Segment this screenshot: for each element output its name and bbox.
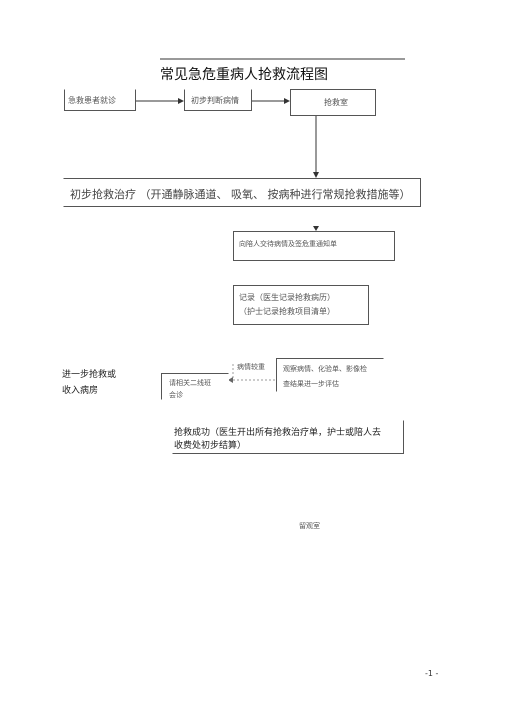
node-patient: 急救患者就诊: [64, 89, 136, 111]
page-number: -1 -: [425, 669, 439, 678]
arrowhead: [228, 377, 233, 383]
arrowhead: [313, 172, 319, 178]
arrowhead: [313, 226, 319, 231]
label-further-line2: 收入病房: [62, 386, 99, 396]
label-observation-room: 留观室: [299, 522, 320, 530]
node-consult-line1: 请相关二线班: [169, 379, 211, 387]
node-record: 记录（医生记录抢救病历） （护士记录抢救项目清单）: [233, 285, 369, 325]
node-notify-family-label: 向陪人交待病情及签危重通知单: [239, 240, 337, 248]
label-condition: 病情较重: [237, 363, 265, 371]
node-patient-label: 急救患者就诊: [68, 96, 116, 105]
node-initial-treatment: 初步抢救治疗 （开通静脉通道、 吸氧、 按病种进行常规抢救措施等）: [63, 178, 421, 207]
node-triage-label: 初步判断病情: [191, 96, 239, 105]
node-success-line1: 抢救成功（医生开出所有抢救治疗单，护士或陪人去: [174, 428, 382, 438]
node-rescue-success: 抢救成功（医生开出所有抢救治疗单，护士或陪人去 收费处初步结算）: [172, 420, 404, 454]
node-observe: 观察病情、化验单、影像检 查结果进一步评估: [276, 358, 384, 392]
node-rescue-room: 抢救室: [290, 89, 376, 116]
node-success-line2: 收费处初步结算）: [174, 441, 247, 451]
node-triage: 初步判断病情: [184, 89, 252, 111]
node-rescue-room-label: 抢救室: [324, 98, 348, 107]
node-record-line2: （护士记录抢救项目清单）: [239, 307, 335, 316]
node-observe-line1: 观察病情、化验单、影像检: [283, 365, 367, 373]
page-title: 常见急危重病人抢救流程图: [160, 67, 328, 83]
node-observe-line2: 查结果进一步评估: [283, 380, 339, 388]
label-further-line1: 进一步抢救或: [62, 370, 117, 380]
arrowhead: [284, 98, 290, 104]
node-consult-line2: 会诊: [169, 391, 183, 399]
arrowhead: [178, 98, 184, 104]
label-further-rescue: 进一步抢救或 收入病房: [62, 367, 116, 396]
node-record-line1: 记录（医生记录抢救病历）: [239, 293, 335, 302]
node-notify-family: 向陪人交待病情及签危重通知单: [233, 231, 395, 261]
node-consult: 请相关二线班 会诊: [161, 373, 229, 400]
node-initial-treatment-label: 初步抢救治疗 （开通静脉通道、 吸氧、 按病种进行常规抢救措施等）: [70, 188, 411, 201]
